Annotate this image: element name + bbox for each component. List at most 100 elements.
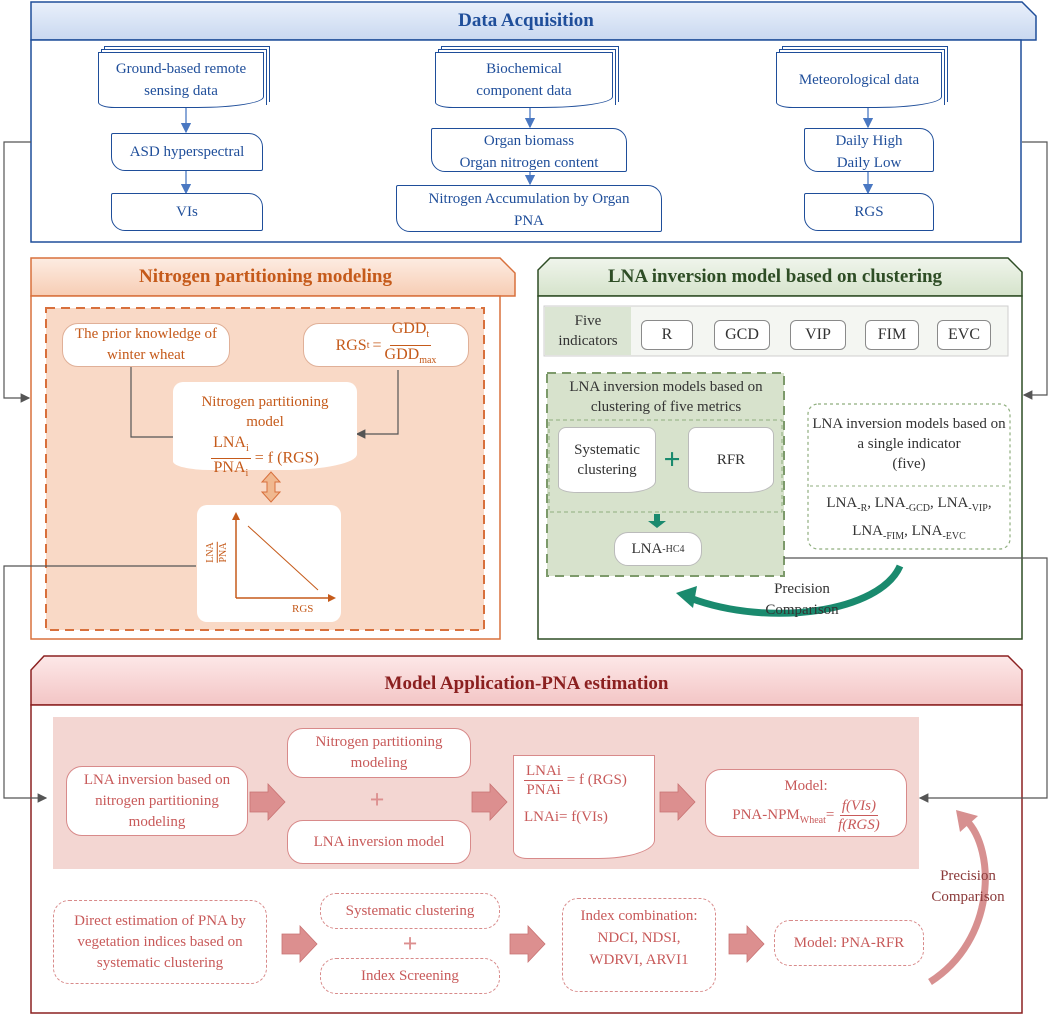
- lna-hc4-box: LNA-HC4: [614, 532, 702, 566]
- eq-frac-den: PNAi: [526, 782, 561, 798]
- nitrogen-accum-box: Nitrogen Accumulation by Organ PNA: [396, 185, 662, 232]
- precision-comparison-green: Precision Comparison: [765, 581, 839, 618]
- daily-low-label: Daily Low: [836, 155, 902, 171]
- direct-estimation-box: Direct estimation of PNA by vegetation i…: [53, 900, 267, 984]
- index-list-1: NDCI, NDSI,: [597, 930, 681, 946]
- asd-hyperspectral-box: ASD hyperspectral: [111, 133, 263, 171]
- lna-fim-sub: -FIM: [883, 531, 905, 542]
- model-label: Model:: [784, 778, 828, 794]
- lna-i: LNA: [213, 434, 246, 451]
- equation-doc: LNAi PNAi = f (RGS) LNAi= f(VIs): [513, 755, 655, 859]
- five-indicators-label: Five indicators: [558, 313, 618, 349]
- index-combination-label: Index combination:: [580, 908, 698, 924]
- plus-sign-clustering: +: [663, 443, 681, 476]
- rgs-eq: =: [372, 336, 382, 354]
- single-indicator-list: LNA-R, LNA-GCD, LNA-VIP, LNA-FIM, LNA-EV…: [826, 495, 992, 542]
- rfr-box: RFR: [688, 427, 774, 493]
- indicator-fim: FIM: [865, 320, 919, 350]
- single-indicator-title: LNA inversion models based on a single i…: [810, 408, 1008, 482]
- block-arrows: [249, 782, 765, 964]
- eq-frac-num: LNAi: [524, 763, 563, 781]
- plus-sign-app-2: +: [402, 929, 418, 958]
- model-doc-box: Nitrogen partitioning model LNAi PNAi = …: [173, 382, 357, 479]
- rgs-lhs: RGS: [335, 336, 367, 354]
- rgs-fraction: GDDt GDDmax: [385, 320, 437, 369]
- single-five-text: (five): [892, 456, 926, 472]
- organ-content-box: Organ biomass Organ nitrogen content: [431, 128, 627, 172]
- green-arrows: [648, 514, 904, 617]
- gdd-den-sub: max: [419, 354, 437, 366]
- pna-npm-model-box: Model: PNA-NPMWheat= f(VIs) f(RGS): [705, 769, 907, 837]
- systematic-clustering-app-box: Systematic clustering: [320, 893, 500, 929]
- lna-pna-fraction: LNAi PNAi: [211, 434, 251, 483]
- pna-rfr-model-box: Model: PNA-RFR: [774, 920, 924, 966]
- indicator-evc: EVC: [937, 320, 991, 350]
- gdd-den: GDD: [384, 345, 420, 363]
- plot-xlabel: RGS: [292, 603, 314, 615]
- np-modeling-box: Nitrogen partitioning modeling: [287, 728, 471, 778]
- meteo-doc: Meteorological data: [776, 52, 942, 108]
- data-acquisition-title: Data Acquisition: [458, 10, 594, 31]
- lna-inversion-title: LNA inversion model based on clustering: [607, 266, 943, 287]
- pna-npm-sub: Wheat: [799, 814, 826, 826]
- single-title-text: LNA inversion models based on a single i…: [812, 416, 1006, 452]
- index-screening-box: Index Screening: [320, 958, 500, 994]
- lna-evc-sub: -EVC: [942, 531, 966, 542]
- cross-section-connectors: [3, 141, 1048, 803]
- meteo-doc-stack: Meteorological data: [776, 46, 950, 108]
- pna-i-sub: i: [245, 468, 249, 480]
- lna-inv-model-box: LNA inversion model: [287, 820, 471, 864]
- lnai-pnai-fraction: LNAi PNAi: [524, 762, 563, 799]
- partition-plot: [197, 505, 341, 622]
- model-application-title: Model Application-PNA estimation: [384, 673, 669, 694]
- clustering-title: LNA inversion models based on clustering…: [569, 379, 763, 415]
- gdd-num-sub: t: [426, 329, 430, 341]
- lna-vip-main: LNA: [937, 495, 969, 511]
- model-rhs: = f (RGS): [254, 449, 319, 467]
- eq2: LNAi= f(VIs): [524, 809, 608, 825]
- daily-high-label: Daily High: [835, 133, 903, 149]
- double-arrow: [260, 471, 282, 503]
- nitrogen-partitioning-title: Nitrogen partitioning modeling: [139, 266, 392, 287]
- pna-i: PNA: [213, 459, 246, 477]
- lna-i-sub: i: [245, 443, 249, 455]
- pna-npm-num: f(VIs): [839, 798, 878, 816]
- systematic-clustering-box: Systematic clustering: [558, 427, 656, 493]
- ground-doc: Ground-based remote sensing data: [98, 52, 264, 108]
- plus-sign-app: +: [369, 785, 385, 814]
- daily-temp-box: Daily High Daily Low: [804, 128, 934, 172]
- biochem-doc: Biochemical component data: [435, 52, 613, 108]
- model-title: Nitrogen partitioning model: [201, 394, 329, 430]
- pna-npm-den: f(RGS): [838, 817, 880, 833]
- indicator-gcd: GCD: [714, 320, 770, 350]
- lna-gcd-main: LNA: [874, 495, 906, 511]
- indicator-vip: VIP: [790, 320, 846, 350]
- lna-fim-main: LNA: [852, 523, 884, 539]
- rgs-lhs-sub: t: [366, 339, 370, 351]
- lna-hc4-sub: -HC4: [662, 543, 685, 555]
- plot-ylabel-num: LNA: [204, 541, 218, 563]
- index-list-2: WDRVI, ARVI1: [589, 952, 689, 968]
- prior-knowledge-box: The prior knowledge of winter wheat: [62, 323, 230, 367]
- indicator-r: R: [641, 320, 693, 350]
- organ-nitrogen-label: Organ nitrogen content: [459, 155, 599, 171]
- lna-evc-main: LNA: [911, 523, 943, 539]
- pna-npm: PNA-NPM: [732, 806, 800, 823]
- vis-box: VIs: [111, 193, 263, 231]
- pink-curve-arrow: [928, 810, 989, 985]
- precision-comparison-red: Precision Comparison: [931, 868, 1005, 905]
- plot-ylabel: LNA PNA: [203, 530, 231, 574]
- lna-vip-sub: -VIP: [968, 503, 988, 514]
- pna-label: PNA: [513, 213, 544, 229]
- nitrogen-accum-label: Nitrogen Accumulation by Organ: [428, 191, 630, 207]
- data-acquisition-arrows: [180, 108, 874, 195]
- gdd-num: GDD: [391, 320, 427, 338]
- pna-npm-fraction: f(VIs) f(RGS): [838, 797, 880, 834]
- biochem-doc-stack: Biochemical component data: [435, 46, 621, 108]
- lna-hc4-main: LNA: [631, 540, 663, 557]
- eq-rhs: = f (RGS): [566, 771, 627, 788]
- lna-gcd-sub: -GCD: [905, 503, 931, 514]
- rgs-box: RGS: [804, 193, 934, 231]
- lna-r-main: LNA: [826, 495, 858, 511]
